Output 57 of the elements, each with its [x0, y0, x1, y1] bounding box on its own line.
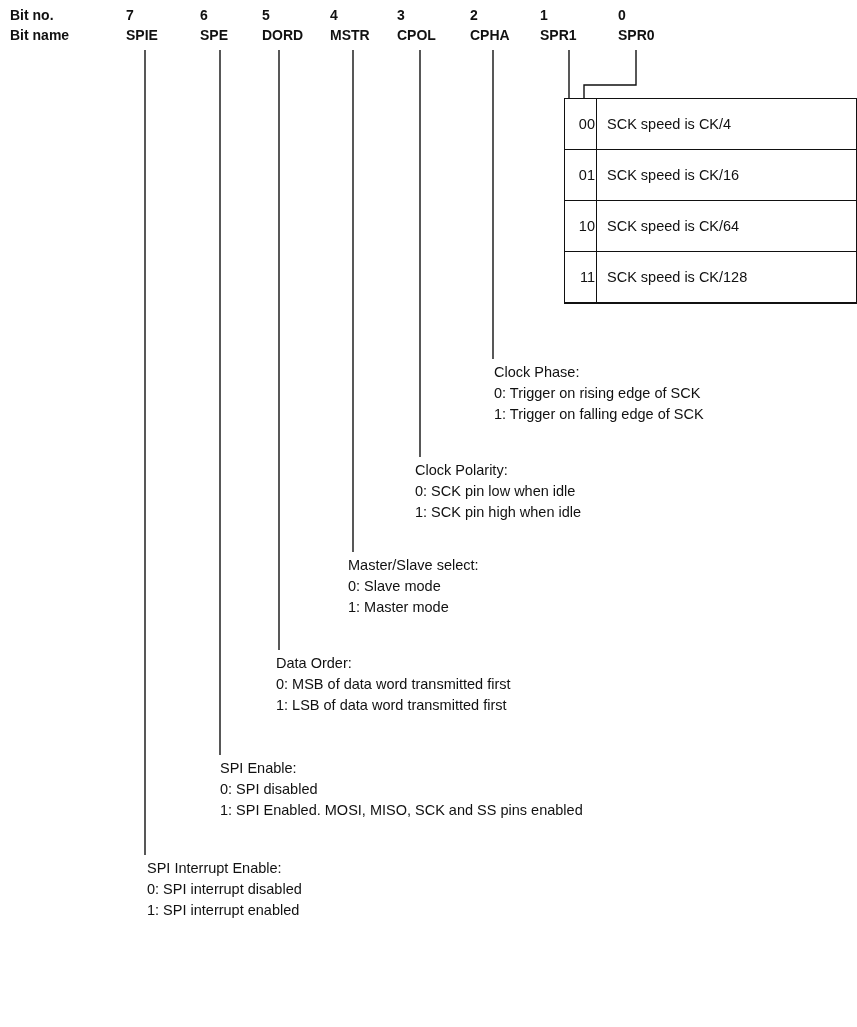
bit-name: CPOL	[397, 26, 437, 45]
table-row	[565, 201, 856, 252]
speed-code: 10	[577, 217, 595, 236]
bit-number: 5	[262, 6, 271, 25]
leader-line	[352, 49, 354, 553]
speed-code: 00	[577, 115, 595, 134]
bit-name: SPR1	[540, 26, 578, 45]
leader-line	[568, 49, 570, 99]
bit-name: MSTR	[330, 26, 371, 45]
row-heading: Bit no.	[10, 6, 54, 25]
description-line: 0: MSB of data word transmitted first	[276, 675, 512, 694]
bit-number: 6	[200, 6, 209, 25]
bit-name: DORD	[262, 26, 305, 45]
bit-number: 0	[618, 6, 627, 25]
speed-description: SCK speed is CK/16	[607, 166, 740, 185]
description-line: 0: Trigger on rising edge of SCK	[494, 384, 702, 403]
description-line: 1: Trigger on falling edge of SCK	[494, 405, 705, 424]
table-row	[565, 252, 856, 303]
description-heading: Data Order:	[276, 654, 353, 673]
bit-name: SPR0	[618, 26, 656, 45]
speed-description: SCK speed is CK/64	[607, 217, 740, 236]
bit-number: 1	[540, 6, 549, 25]
leader-line	[278, 49, 280, 651]
bit-number: 2	[470, 6, 479, 25]
bit-number: 4	[330, 6, 339, 25]
speed-code: 11	[578, 268, 595, 287]
leader-line	[583, 49, 637, 99]
description-heading: SPI Interrupt Enable:	[147, 859, 283, 878]
description-heading: Clock Phase:	[494, 363, 581, 382]
description-line: 0: Slave mode	[348, 577, 442, 596]
speed-description: SCK speed is CK/128	[607, 268, 748, 287]
table-row	[565, 150, 856, 201]
speed-description: SCK speed is CK/4	[607, 115, 732, 134]
bit-name: SPE	[200, 26, 229, 45]
description-heading: Clock Polarity:	[415, 461, 509, 480]
bit-name: SPIE	[126, 26, 159, 45]
description-line: 1: SCK pin high when idle	[415, 503, 583, 522]
description-line: 1: LSB of data word transmitted first	[276, 696, 508, 715]
description-line: 1: Master mode	[348, 598, 450, 617]
row-heading: Bit name	[10, 26, 70, 45]
bit-number: 3	[397, 6, 406, 25]
description-heading: Master/Slave select:	[348, 556, 480, 575]
description-line: 0: SPI interrupt disabled	[147, 880, 303, 899]
bit-number: 7	[126, 6, 135, 25]
leader-line	[144, 49, 146, 856]
leader-line	[492, 49, 494, 360]
speed-code: 01	[577, 166, 595, 185]
bit-name: CPHA	[470, 26, 511, 45]
description-line: 1: SPI interrupt enabled	[147, 901, 301, 920]
description-heading: SPI Enable:	[220, 759, 298, 778]
description-line: 0: SPI disabled	[220, 780, 319, 799]
description-line: 1: SPI Enabled. MOSI, MISO, SCK and SS pins enabled	[220, 801, 584, 820]
leader-line	[219, 49, 221, 756]
speed-table	[564, 98, 857, 304]
description-line: 0: SCK pin low when idle	[415, 482, 577, 501]
leader-line	[419, 49, 421, 458]
table-row	[565, 99, 856, 150]
